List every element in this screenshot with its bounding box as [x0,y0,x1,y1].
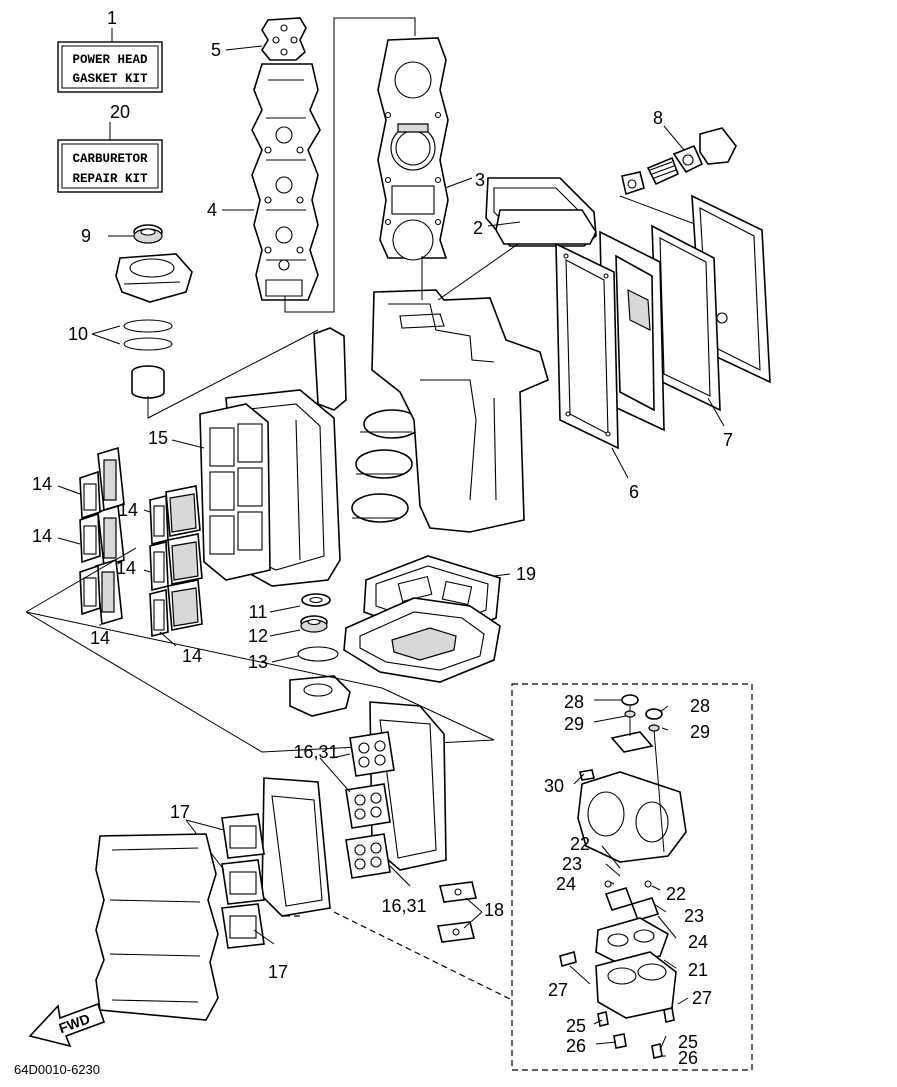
callout: 27 [692,988,712,1008]
kit-box-line: GASKET KIT [72,72,148,86]
cover-part-2 [485,177,597,247]
callout: 5 [211,40,221,60]
callout: 16,31 [381,896,426,916]
callout: 17 [268,962,288,982]
callout: 14 [90,628,110,648]
crankshaft [313,327,421,523]
gaskets-part-17 [221,813,265,949]
callout: 24 [688,932,708,952]
callout: 17 [170,802,190,822]
callout: 14 [32,526,52,546]
callout: 22 [666,884,686,904]
callout: 8 [653,108,663,128]
callout: 29 [690,722,710,742]
callout: 16,31 [293,742,338,762]
callout: 13 [248,652,268,672]
callout: 14 [118,500,138,520]
callout: 18 [484,900,504,920]
bearing-sleeve [131,365,165,399]
seal-part-9 [133,224,163,244]
callout: 27 [548,980,568,1000]
callout: 29 [564,714,584,734]
callout: 22 [570,834,590,854]
exhaust-cover-part-7 [651,194,771,412]
lower-base-casting [343,597,501,683]
gasket-part-4 [251,63,321,301]
callout: 10 [68,324,88,344]
callout: 7 [723,430,733,450]
callout: 23 [562,854,582,874]
reed-valves-part-14 [79,446,203,638]
callout: 4 [207,200,217,220]
callout: 26 [566,1036,586,1056]
carburetor-body [577,706,687,863]
callout: 12 [248,626,268,646]
callout: 14 [182,646,202,666]
callout: 28 [690,696,710,716]
exhaust-gasket-part-6 [555,242,619,450]
reed-plate-part-15 [199,403,271,581]
gaskets-part-18 [437,881,477,943]
thermostat-part-8 [621,127,737,196]
seal-part-12 [300,615,328,633]
callout: 21 [688,960,708,980]
o-rings-part-10 [123,319,173,351]
kit-box-line: POWER HEAD [72,53,148,67]
kit-box-power-head-gasket: 1 POWER HEAD GASKET KIT [57,8,163,93]
gaskets-part-16-31 [345,731,395,879]
bearing-housing [115,253,193,303]
callout: 26 [678,1048,698,1068]
callout: 25 [678,1032,698,1052]
callout: 20 [110,102,130,122]
fwd-arrow: FWD [28,1002,106,1048]
intake-manifold [261,701,447,917]
gasket-part-5 [261,17,307,61]
seal-part-11 [301,593,331,607]
cylinder-block [371,289,549,533]
callout: 19 [516,564,536,584]
diagram-code: 64D0010-6230 [14,1062,100,1077]
callout: 30 [544,776,564,796]
gasket-part-3 [377,37,449,261]
callout: 2 [473,218,483,238]
carburetor-small-parts [559,694,677,1059]
callout: 11 [249,602,268,622]
callout: 14 [116,558,136,578]
callout: 23 [684,906,704,926]
callout: 15 [148,428,168,448]
silencer-cover [95,833,219,1021]
callout: 6 [629,482,639,502]
callout: 1 [107,8,117,28]
callout: 25 [566,1016,586,1036]
callout: 14 [32,474,52,494]
carburetor-detail-frame [511,683,753,1071]
callout: 9 [81,226,91,246]
lower-seal-housing [289,675,351,717]
kit-box-line: REPAIR KIT [72,172,148,186]
kit-box-line: CARBURETOR [72,152,148,166]
o-ring-part-13 [297,646,339,662]
callout: 28 [564,692,584,712]
callout: 24 [556,874,576,894]
kit-box-carburetor-repair: 20 CARBURETOR REPAIR KIT [57,102,163,193]
callout: 3 [475,170,485,190]
